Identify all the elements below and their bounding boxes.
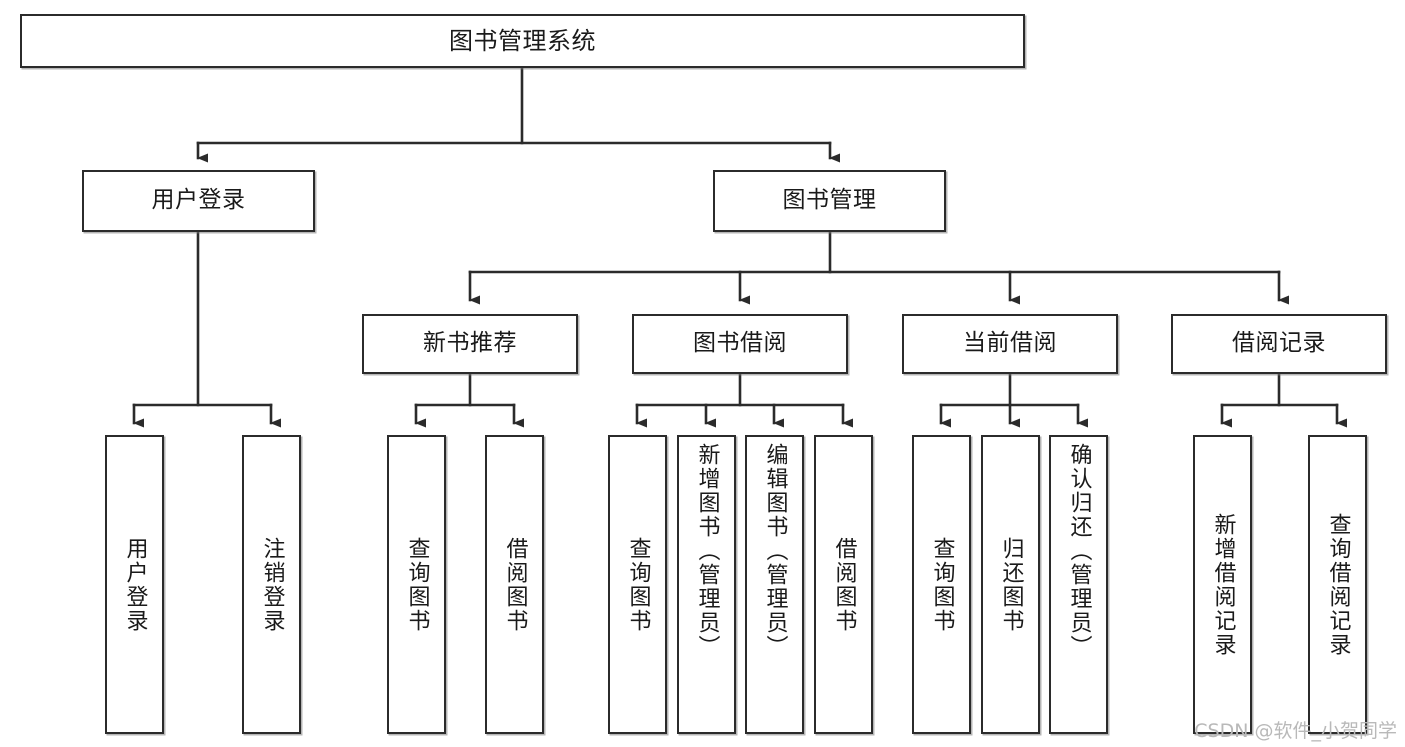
leaf-book-borrow-query-book[interactable]: 查询图书 — [608, 435, 667, 734]
node-borrow-record[interactable]: 借阅记录 — [1171, 314, 1387, 374]
node-label: 图书借阅 — [693, 330, 787, 357]
node-label: 归还图书 — [998, 536, 1024, 633]
leaf-current-borrow-query-book[interactable]: 查询图书 — [912, 435, 971, 734]
leaf-current-borrow-confirm-return-admin[interactable]: 确认归还（管理员） — [1049, 435, 1108, 734]
node-label: 用户登录 — [151, 187, 246, 214]
node-label: 新增图书（管理员） — [694, 443, 720, 659]
node-label: 借阅图书 — [502, 536, 528, 633]
leaf-new-book-borrow-book[interactable]: 借阅图书 — [485, 435, 544, 734]
leaf-book-borrow-borrow-book[interactable]: 借阅图书 — [814, 435, 873, 734]
node-label: 用户登录 — [122, 536, 148, 633]
leaf-borrow-record-add-record[interactable]: 新增借阅记录 — [1193, 435, 1252, 734]
node-label: 确认归还（管理员） — [1066, 443, 1092, 659]
node-label: 当前借阅 — [963, 330, 1057, 357]
leaf-book-borrow-add-book-admin[interactable]: 新增图书（管理员） — [677, 435, 736, 734]
node-label: 查询图书 — [625, 536, 651, 633]
node-user-login[interactable]: 用户登录 — [82, 170, 315, 232]
node-label: 新书推荐 — [423, 330, 517, 357]
node-book-management[interactable]: 图书管理 — [713, 170, 946, 232]
leaf-borrow-record-query-record[interactable]: 查询借阅记录 — [1308, 435, 1367, 734]
leaf-user-login-logout[interactable]: 注销登录 — [242, 435, 301, 734]
node-label: 注销登录 — [259, 536, 285, 633]
csdn-watermark: CSDN @软件_小贺同学 — [1194, 720, 1397, 742]
node-label: 图书管理系统 — [449, 26, 596, 55]
node-current-borrow[interactable]: 当前借阅 — [902, 314, 1118, 374]
node-label: 查询图书 — [404, 536, 430, 633]
leaf-book-borrow-edit-book-admin[interactable]: 编辑图书（管理员） — [745, 435, 804, 734]
node-label: 借阅图书 — [831, 536, 857, 633]
node-label: 查询图书 — [929, 536, 955, 633]
node-label: 新增借阅记录 — [1210, 512, 1236, 657]
node-book-borrow[interactable]: 图书借阅 — [632, 314, 848, 374]
node-label: 借阅记录 — [1232, 330, 1326, 357]
leaf-current-borrow-return-book[interactable]: 归还图书 — [981, 435, 1040, 734]
node-label: 查询借阅记录 — [1325, 512, 1351, 657]
node-root-book-management-system[interactable]: 图书管理系统 — [20, 14, 1025, 68]
node-new-book-recommend[interactable]: 新书推荐 — [362, 314, 578, 374]
leaf-new-book-query-book[interactable]: 查询图书 — [387, 435, 446, 734]
node-label: 编辑图书（管理员） — [762, 443, 788, 659]
node-label: 图书管理 — [782, 187, 877, 214]
leaf-user-login-login[interactable]: 用户登录 — [105, 435, 164, 734]
